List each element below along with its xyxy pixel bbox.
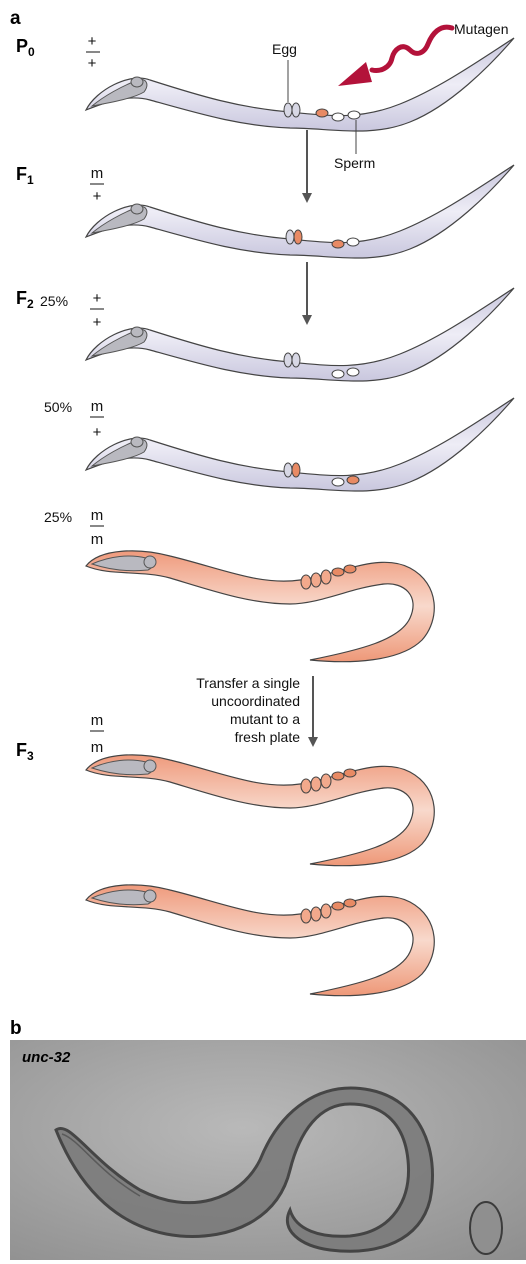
genotype-f3: m m bbox=[90, 712, 104, 756]
mutagen-arrow bbox=[372, 27, 452, 70]
mutagen-label: Mutagen bbox=[454, 21, 508, 37]
svg-text:m: m bbox=[91, 165, 104, 182]
mutagen-arrowhead bbox=[338, 62, 372, 86]
panel-b-label: b bbox=[10, 1018, 22, 1039]
generation-label-f1: F1 bbox=[16, 164, 34, 187]
sperm-label: Sperm bbox=[334, 155, 375, 171]
svg-text:m: m bbox=[91, 531, 104, 548]
percent-f2-a: 25% bbox=[40, 293, 68, 309]
svg-text:+: + bbox=[93, 290, 102, 307]
generation-label-p0: P0 bbox=[16, 36, 35, 59]
svg-text:uncoordinated: uncoordinated bbox=[211, 693, 300, 709]
egg-label: Egg bbox=[272, 41, 297, 57]
svg-text:m: m bbox=[91, 398, 104, 415]
svg-text:+: + bbox=[93, 424, 102, 441]
svg-text:+: + bbox=[93, 314, 102, 331]
percent-f2-b: 50% bbox=[44, 399, 72, 415]
worm-f2-heterozygous bbox=[86, 398, 514, 491]
transfer-caption: Transfer a single uncoordinated mutant t… bbox=[196, 675, 300, 745]
percent-f2-c: 25% bbox=[44, 509, 72, 525]
svg-text:+: + bbox=[88, 55, 97, 72]
svg-text:fresh plate: fresh plate bbox=[235, 729, 301, 745]
worm-f1 bbox=[86, 165, 514, 258]
genotype-f1: m + bbox=[90, 165, 104, 205]
genotype-p0: + + bbox=[86, 33, 100, 72]
svg-text:Transfer a single: Transfer a single bbox=[196, 675, 300, 691]
worm-f2-wildtype bbox=[86, 288, 514, 381]
worm-f3-mutant-1 bbox=[86, 755, 434, 866]
worm-f3-mutant-2 bbox=[86, 885, 434, 996]
genotype-f2-c: m m bbox=[90, 507, 104, 548]
mutagenized-sperm-cell bbox=[316, 109, 328, 117]
svg-text:m: m bbox=[91, 739, 104, 756]
micrograph-unc-32: unc-32 bbox=[10, 1040, 526, 1260]
svg-text:m: m bbox=[91, 712, 104, 729]
generation-label-f2: F2 bbox=[16, 288, 34, 311]
panel-a-label: a bbox=[10, 8, 21, 29]
generation-label-f3: F3 bbox=[16, 740, 34, 763]
genotype-f2-b: m + bbox=[90, 398, 104, 441]
svg-text:+: + bbox=[93, 188, 102, 205]
svg-text:mutant to a: mutant to a bbox=[230, 711, 300, 727]
worm-p0 bbox=[86, 38, 514, 131]
svg-text:+: + bbox=[88, 33, 97, 50]
photo-label: unc-32 bbox=[22, 1049, 71, 1066]
svg-text:m: m bbox=[91, 507, 104, 524]
genotype-f2-a: + + bbox=[90, 290, 104, 331]
worm-f2-mutant bbox=[86, 551, 434, 662]
